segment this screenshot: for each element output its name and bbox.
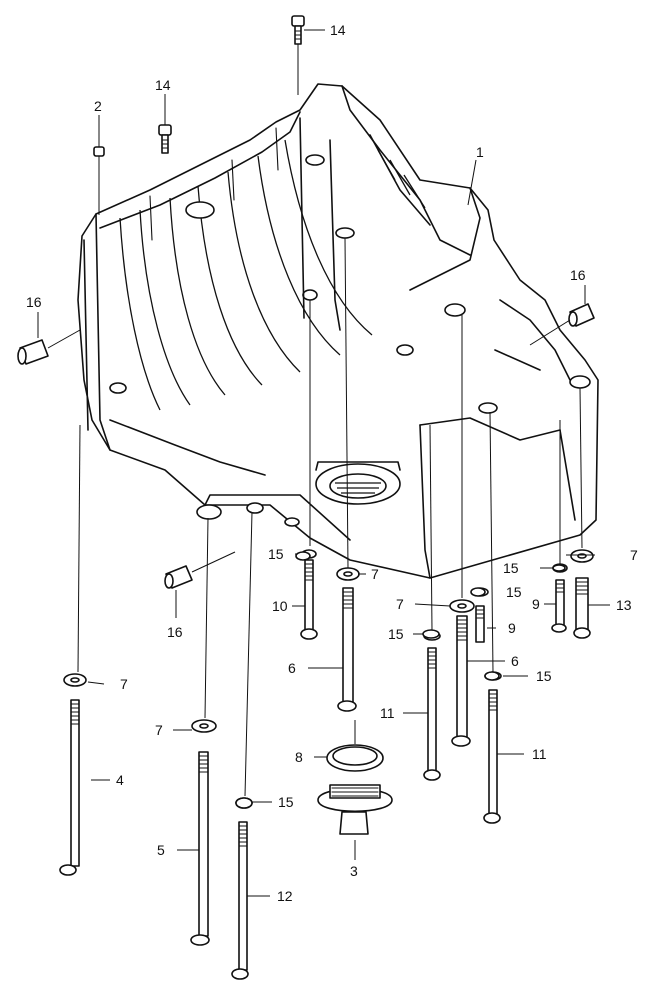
- drain-plug-3: [317, 720, 393, 835]
- callout-2: 2: [94, 98, 102, 114]
- dowel-pin-16-bottom: [164, 551, 236, 618]
- bolt-5: [190, 517, 217, 946]
- bolt-14-left: [158, 94, 172, 154]
- callout-11-right: 11: [532, 746, 547, 762]
- callout-11-left: 11: [380, 705, 395, 721]
- callout-10: 10: [272, 598, 288, 614]
- callout-7-a: 7: [120, 676, 128, 692]
- callout-15-f: 15: [278, 794, 294, 810]
- nut-2: [93, 115, 105, 215]
- sealing-washer-15: [422, 629, 440, 639]
- callout-8: 8: [295, 749, 303, 765]
- bolt-4: [59, 424, 87, 876]
- crankcase-lower-half: [77, 83, 599, 579]
- callout-9-right: 9: [532, 596, 540, 612]
- callout-15-c: 15: [388, 626, 404, 642]
- bolt-10: [300, 300, 318, 640]
- washers: [235, 551, 566, 809]
- callout-15-d: 15: [503, 560, 519, 576]
- callout-15-e: 15: [536, 668, 552, 684]
- callout-14-left: 14: [155, 77, 171, 93]
- callout-6-right: 6: [511, 653, 519, 669]
- callout-5: 5: [157, 842, 165, 858]
- callout-15-b: 15: [506, 584, 522, 600]
- callout-6-center: 6: [288, 660, 296, 676]
- callout-4: 4: [116, 772, 124, 788]
- o-ring-8: [326, 744, 384, 772]
- callout-7-e: 7: [630, 547, 638, 563]
- callout-16-bottom: 16: [167, 624, 183, 640]
- dowel-pin-16-right: [529, 285, 595, 346]
- callout-7-b: 7: [155, 722, 163, 738]
- dowel-pin-16-left: [17, 312, 81, 365]
- sealing-washer-15: [484, 671, 500, 681]
- bolt-6-right: [449, 315, 475, 747]
- sealing-washer-15: [235, 797, 253, 809]
- sealing-washer-15: [295, 551, 311, 561]
- callout-labels: 14 14 2 1 16 16 16 7 7 7 7 7 15 15 15 15…: [26, 22, 638, 904]
- callout-3: 3: [350, 863, 358, 879]
- sealing-washer-15: [470, 587, 486, 597]
- sealing-washer-15: [552, 564, 566, 572]
- bolt-13: [570, 387, 594, 639]
- callout-12: 12: [277, 888, 293, 904]
- bolt-6-center: [336, 237, 360, 712]
- callout-7-d: 7: [396, 596, 404, 612]
- callout-9-center: 9: [508, 620, 516, 636]
- callout-16-right: 16: [570, 267, 586, 283]
- bolt-14-top: [291, 15, 325, 95]
- callout-14-top: 14: [330, 22, 346, 38]
- callout-1: 1: [476, 144, 484, 160]
- callout-15-a: 15: [268, 546, 284, 562]
- bolt-12: [231, 511, 253, 980]
- callout-13: 13: [616, 597, 632, 613]
- callout-16-left: 16: [26, 294, 42, 310]
- callout-7-c: 7: [371, 566, 379, 582]
